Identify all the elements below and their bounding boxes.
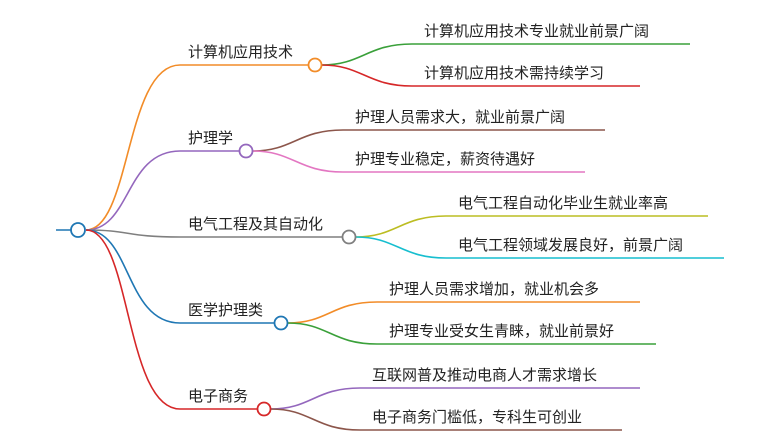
root-node <box>70 222 86 238</box>
branch-connector-4 <box>85 229 181 324</box>
branch-label-4: 医学护理类 <box>188 301 264 319</box>
branch-node-4 <box>273 315 289 331</box>
branch-node-2 <box>238 143 254 159</box>
branch-node-5 <box>256 401 272 417</box>
branch-label-3: 电气工程及其自动化 <box>188 215 324 233</box>
child-connector-5-2 <box>270 408 622 431</box>
child-connector-3-1 <box>355 215 708 238</box>
child-label-3-2: 电气工程领域发展良好，前景广阔 <box>458 236 684 254</box>
branch-connector-1 <box>85 64 181 231</box>
child-connector-2-1 <box>252 129 605 152</box>
branch-connector-2 <box>85 150 181 231</box>
child-label-1-2: 计算机应用技术需持续学习 <box>424 64 605 82</box>
branch-node-3 <box>341 229 357 245</box>
child-label-5-1: 互联网普及推动电商人才需求增长 <box>372 366 598 384</box>
child-label-1-1: 计算机应用技术专业就业前景广阔 <box>424 22 650 40</box>
branch-label-2: 护理学 <box>188 129 234 147</box>
branch-label-1: 计算机应用技术 <box>188 43 294 61</box>
branch-label-5: 电子商务 <box>188 387 249 405</box>
branch-node-1 <box>307 57 323 73</box>
branch-connector-5 <box>85 229 181 410</box>
child-label-3-1: 电气工程自动化毕业生就业率高 <box>458 194 669 212</box>
child-label-2-2: 护理专业稳定，薪资待遇好 <box>355 150 536 168</box>
child-label-4-2: 护理专业受女生青睐，就业前景好 <box>389 322 615 340</box>
branch-connector-3 <box>85 229 181 238</box>
child-connector-4-1 <box>287 301 640 324</box>
child-connector-1-2 <box>321 64 640 87</box>
child-connector-5-1 <box>270 387 640 410</box>
child-label-2-1: 护理人员需求大，就业前景广阔 <box>355 108 566 126</box>
child-connector-4-2 <box>287 322 656 345</box>
child-label-4-1: 护理人员需求增加，就业机会多 <box>389 280 600 298</box>
child-label-5-2: 电子商务门槛低，专科生可创业 <box>372 408 583 426</box>
child-connector-2-2 <box>252 150 585 173</box>
child-connector-1-1 <box>321 43 690 66</box>
child-connector-3-2 <box>355 236 724 259</box>
